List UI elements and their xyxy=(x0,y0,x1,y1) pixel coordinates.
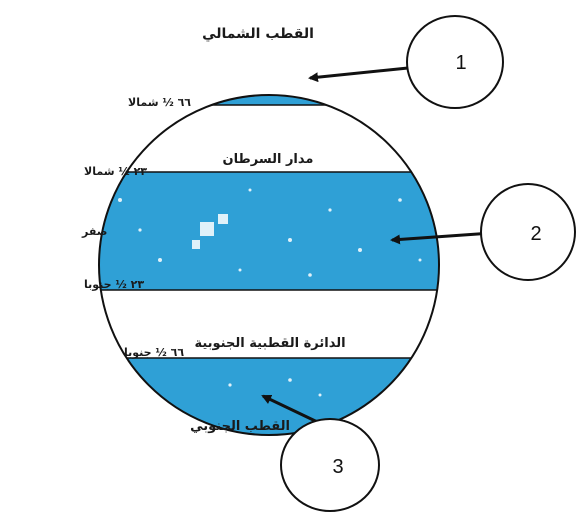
callout-2-number: 2 xyxy=(530,223,541,245)
torrid-zone xyxy=(99,172,439,290)
latitude-23-south-label: ٢٣ ½ جنوبا xyxy=(84,278,144,291)
callout-1-arrow xyxy=(308,66,409,83)
tropic-cancer-label: مدار السرطان xyxy=(223,152,314,167)
equator-label: صفر xyxy=(81,225,107,238)
latitude-66-south-label: ٦٦ ½ جنوبا xyxy=(124,346,184,359)
globe-outline xyxy=(98,94,440,436)
callout-1-circle xyxy=(406,15,504,109)
callout-2-arrow xyxy=(390,231,493,245)
antarctic-circle-label: الدائرة القطبية الجنوبية xyxy=(194,336,345,351)
callout-1: 1 xyxy=(406,15,504,109)
callout-3: 3 xyxy=(280,418,380,512)
callout-3-circle xyxy=(280,418,380,512)
north-frigid-zone xyxy=(99,95,439,105)
south-pole-label: القطب الجنوبي xyxy=(190,419,290,434)
callout-1-number: 1 xyxy=(455,52,466,74)
latitude-66-north-label: ٦٦ ½ شمالا xyxy=(128,96,191,109)
speckle-texture xyxy=(118,148,422,397)
callout-2-circle xyxy=(480,183,576,281)
zones xyxy=(99,95,439,435)
north-pole-label: القطب الشمالي xyxy=(202,26,314,42)
callout-3-number: 3 xyxy=(332,456,343,478)
latitude-23-north-label: ٢٣ ½ شمالا xyxy=(84,165,147,178)
callout-2: 2 xyxy=(480,183,576,281)
